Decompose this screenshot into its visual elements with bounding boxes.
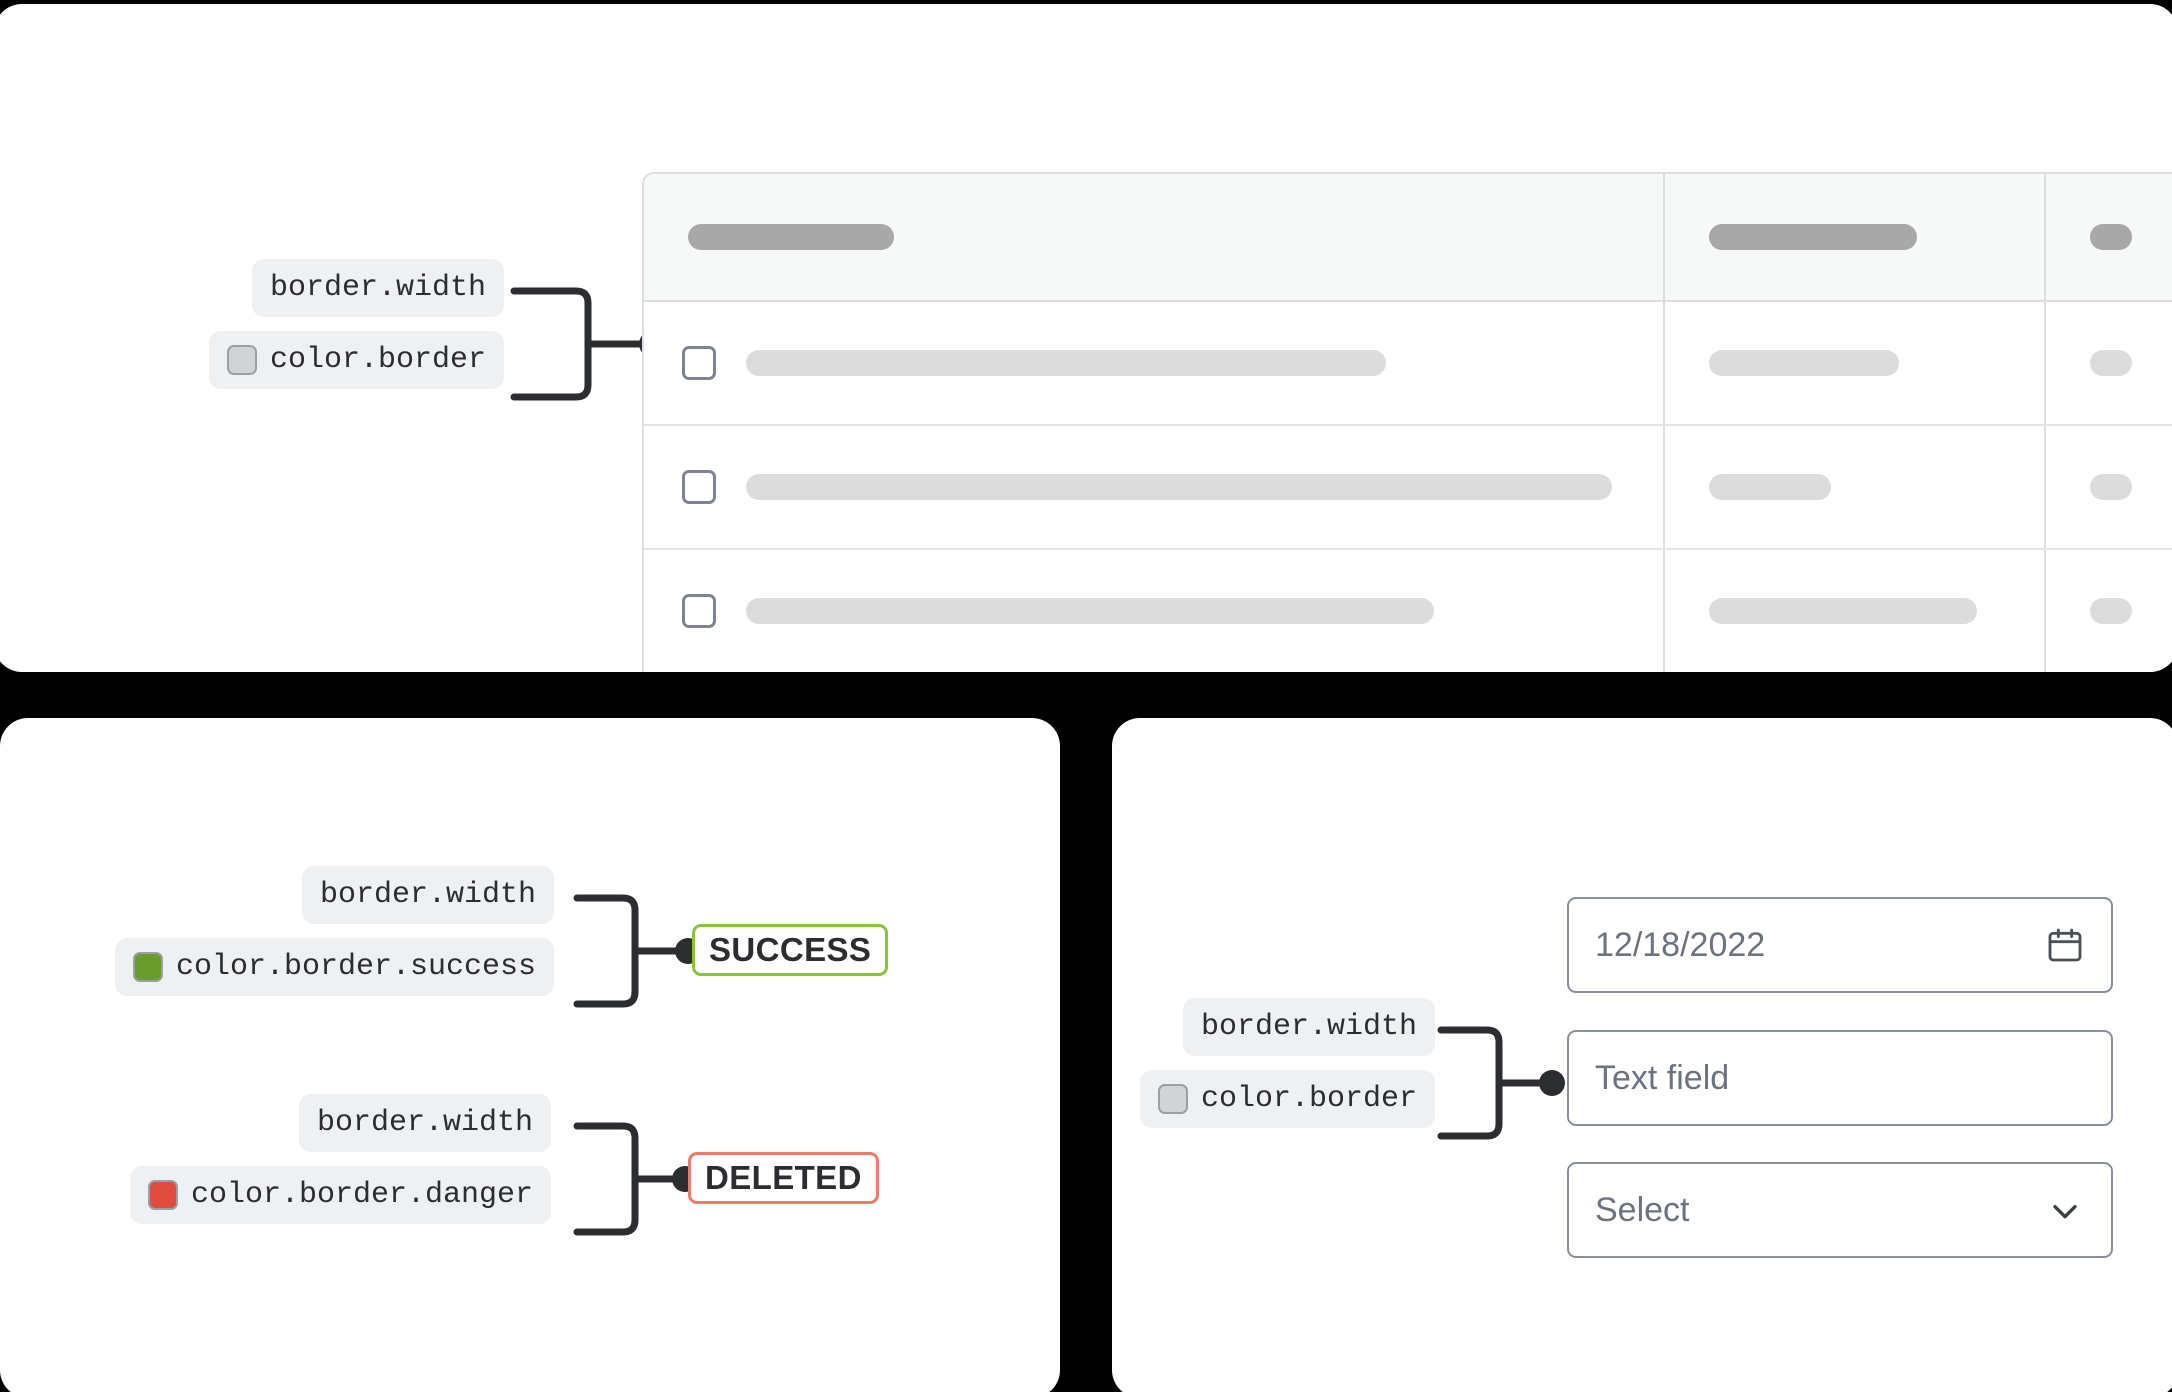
- text-field-placeholder: Text field: [1595, 1058, 1730, 1097]
- row-cell-3: [2046, 302, 2172, 424]
- row-checkbox[interactable]: [682, 346, 716, 380]
- row-cell-2: [1665, 302, 2046, 424]
- row-cell-1: [644, 302, 1665, 424]
- date-field-value: 12/18/2022: [1595, 925, 1766, 964]
- row-cell-3: [2046, 426, 2172, 548]
- token-color-border-danger: color.border.danger: [130, 1166, 552, 1224]
- status-badge-deleted: DELETED: [688, 1152, 879, 1204]
- header-cell-3: [2046, 174, 2172, 300]
- token-label: border.width: [1201, 1010, 1418, 1044]
- badge-label: SUCCESS: [709, 931, 872, 968]
- token-label: color.border.danger: [191, 1178, 534, 1212]
- table-annotation-group: border.width color.border: [209, 259, 505, 389]
- placeholder-bar: [746, 350, 1386, 376]
- badge-panel: border.width color.border.success SUCCES…: [0, 718, 1060, 1392]
- token-label: border.width: [317, 1106, 534, 1140]
- color-swatch-neutral: [227, 345, 257, 375]
- input-annotation-group: border.width color.border: [1140, 998, 1436, 1128]
- token-label: color.border: [1201, 1082, 1418, 1116]
- table-row[interactable]: [644, 550, 2172, 672]
- placeholder-bar: [1708, 598, 1977, 624]
- token-label: border.width: [270, 271, 487, 305]
- calendar-icon[interactable]: [2045, 925, 2085, 965]
- table-panel: border.width color.border: [0, 4, 2172, 672]
- chevron-down-icon[interactable]: [2045, 1190, 2085, 1230]
- color-swatch-neutral: [1158, 1084, 1188, 1114]
- token-label: color.border.success: [176, 950, 537, 984]
- placeholder-bar: [1708, 474, 1831, 500]
- header-cell-2: [1665, 174, 2046, 300]
- row-cell-1: [644, 550, 1665, 672]
- placeholder-bar: [1708, 224, 1917, 250]
- danger-annotation-group: border.width color.border.danger: [130, 1094, 552, 1224]
- color-swatch-success: [133, 952, 163, 982]
- select-field[interactable]: Select: [1567, 1162, 2113, 1258]
- token-color-border: color.border: [1140, 1070, 1436, 1128]
- token-color-border: color.border: [209, 331, 505, 389]
- token-label: border.width: [320, 878, 537, 912]
- token-border-width: border.width: [299, 1094, 552, 1152]
- token-color-border-success: color.border.success: [115, 938, 555, 996]
- header-cell-1: [644, 174, 1665, 300]
- row-cell-2: [1665, 550, 2046, 672]
- text-field[interactable]: Text field: [1567, 1030, 2113, 1126]
- row-checkbox[interactable]: [682, 470, 716, 504]
- placeholder-bar: [2090, 350, 2132, 376]
- placeholder-bar: [688, 224, 894, 250]
- placeholder-bar: [1708, 350, 1899, 376]
- select-field-value: Select: [1595, 1190, 1690, 1229]
- status-badge-success: SUCCESS: [692, 924, 889, 976]
- date-field[interactable]: 12/18/2022: [1567, 897, 2113, 993]
- token-border-width: border.width: [302, 866, 555, 924]
- token-border-width: border.width: [252, 259, 505, 317]
- placeholder-bar: [746, 598, 1434, 624]
- success-annotation-group: border.width color.border.success: [115, 866, 555, 996]
- row-checkbox[interactable]: [682, 594, 716, 628]
- placeholder-bar: [2090, 224, 2132, 250]
- table-header-row: [644, 174, 2172, 302]
- token-label: color.border: [270, 343, 487, 377]
- badge-label: DELETED: [705, 1159, 862, 1196]
- placeholder-bar: [2090, 598, 2132, 624]
- color-swatch-danger: [148, 1180, 178, 1210]
- input-connector: [1437, 1026, 1565, 1140]
- placeholder-bar: [2090, 474, 2132, 500]
- token-border-width: border.width: [1183, 998, 1436, 1056]
- table-row[interactable]: [644, 302, 2172, 426]
- input-panel: border.width color.border 12/18/2022: [1112, 718, 2172, 1392]
- data-table: [642, 172, 2172, 672]
- row-cell-1: [644, 426, 1665, 548]
- row-cell-2: [1665, 426, 2046, 548]
- row-cell-3: [2046, 550, 2172, 672]
- table-row[interactable]: [644, 426, 2172, 550]
- placeholder-bar: [746, 474, 1612, 500]
